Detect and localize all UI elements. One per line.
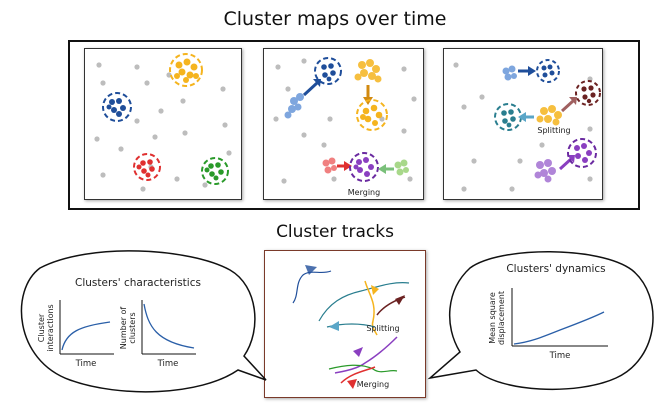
teal-arrow: [518, 112, 534, 122]
red-arrow: [337, 161, 352, 171]
msd-curve: [513, 311, 605, 345]
characteristics-title: Clusters' characteristics: [75, 277, 201, 289]
red-fragment: [322, 157, 337, 174]
cluster-interactions-plot: Cluster interactions Time: [37, 300, 114, 369]
track-purple: [334, 336, 398, 374]
plot1-ylabel-line1: Cluster: [37, 313, 46, 342]
green-fragment: [394, 159, 409, 176]
plot1-ylabel-line2: interactions: [46, 304, 55, 351]
blue-cluster: [314, 57, 342, 85]
brown-arrow: [560, 97, 577, 113]
cluster-map-t3-drawing: Splitting: [453, 59, 601, 192]
plot3-xlabel: Time: [549, 351, 571, 361]
cluster-map-t2-drawing: Merging: [273, 57, 417, 197]
number-of-clusters-plot: Number of clusters Time: [119, 300, 196, 369]
background-dots: [453, 62, 593, 192]
number-of-clusters-curve: [143, 303, 195, 349]
cluster-maps-frame: [68, 40, 640, 210]
purple-cluster: [349, 152, 379, 182]
track-orange: [364, 280, 378, 336]
main-title: Cluster maps over time: [223, 8, 447, 30]
plot1-xlabel: Time: [75, 359, 97, 369]
tracks-splitting-label: Splitting: [366, 324, 399, 333]
merging-label: Merging: [348, 188, 380, 197]
orange-cluster: [356, 99, 388, 131]
cluster-tracks-drawing: Splitting Merging: [292, 265, 410, 389]
track-arrow-red: [347, 379, 357, 389]
orange-fragment: [354, 59, 382, 83]
track-arrow-blue: [305, 265, 317, 275]
plot3-ylabel-line2: displacement: [497, 291, 506, 345]
purple-arrow: [558, 155, 575, 171]
blue-cluster: [102, 92, 132, 122]
plot3-ylabel-line1: Mean square: [488, 292, 497, 344]
plot2-ylabel-line1: Number of: [119, 307, 128, 350]
track-red: [340, 366, 376, 384]
orange-arrow: [363, 85, 373, 105]
track-arrow-orange: [371, 285, 379, 295]
cluster-interactions-curve: [61, 321, 111, 351]
tracks-title: Cluster tracks: [276, 222, 394, 242]
red-cluster: [133, 153, 161, 181]
blue-arrow: [302, 79, 321, 97]
cluster-map-panel-t2: Merging: [263, 48, 424, 200]
blue-arrow: [518, 66, 536, 76]
plot2-xlabel: Time: [157, 359, 179, 369]
track-arrow-teal: [329, 321, 339, 331]
tracks-merging-label: Merging: [357, 380, 389, 389]
track-arrow-brown: [395, 295, 405, 305]
orange-fragment: [536, 105, 562, 126]
background-dots: [273, 58, 417, 184]
track-blue: [292, 270, 332, 304]
characteristics-bubble: [20, 250, 267, 393]
plot2-ylabel-line2: clusters: [128, 312, 137, 343]
dynamics-bubble: [427, 251, 654, 391]
lavender-fragment: [534, 159, 556, 183]
track-arrow-purple: [353, 347, 363, 357]
dynamics-title: Clusters' dynamics: [506, 263, 605, 275]
teal-cluster: [494, 103, 522, 131]
light-blue-fragment: [502, 65, 517, 81]
brown-cluster: [575, 80, 601, 106]
light-blue-fragment: [284, 93, 304, 119]
background-dots: [94, 62, 232, 192]
mean-square-displacement-plot: Mean square displacement Time: [488, 288, 608, 361]
track-green: [328, 364, 398, 373]
green-arrow: [378, 164, 394, 174]
blue-cluster: [536, 59, 560, 83]
splitting-label: Splitting: [537, 126, 570, 135]
cluster-tracks-panel: Splitting Merging: [264, 250, 426, 398]
cluster-map-panel-t3: Splitting: [443, 48, 603, 200]
green-cluster: [201, 157, 229, 185]
purple-cluster: [567, 138, 597, 168]
orange-cluster: [169, 53, 203, 87]
cluster-map-panel-t1: [84, 48, 242, 200]
track-teal: [318, 282, 410, 322]
cluster-map-t1-drawing: [94, 53, 232, 192]
